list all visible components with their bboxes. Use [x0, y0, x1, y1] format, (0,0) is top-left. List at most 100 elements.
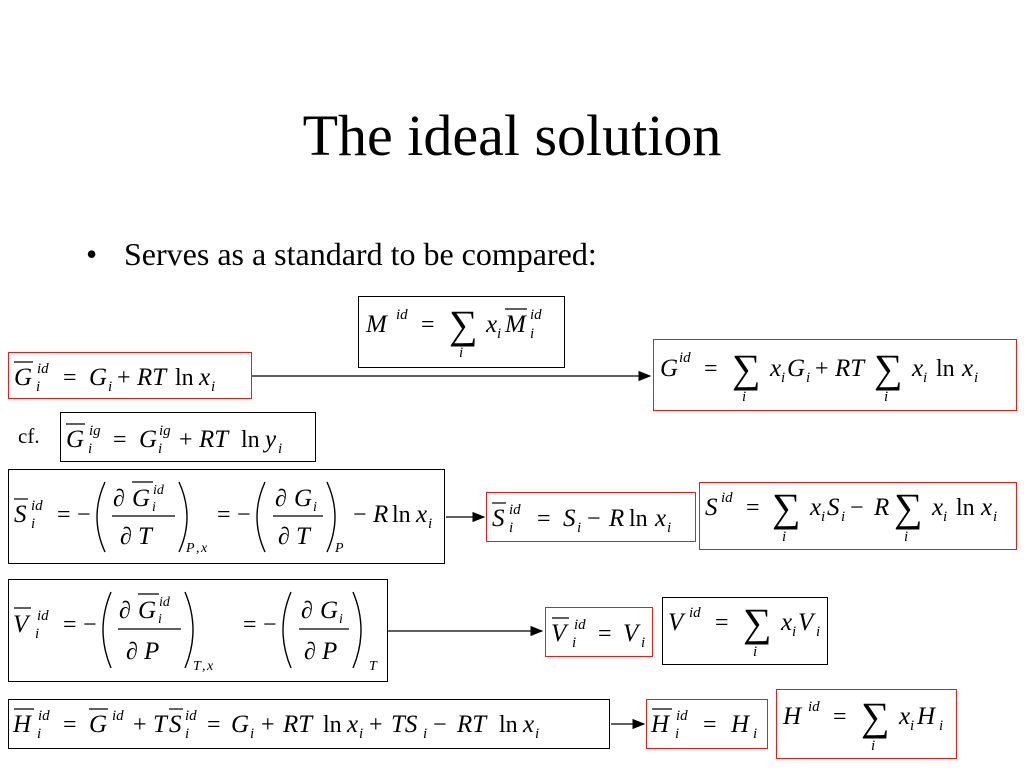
- svg-text:id: id: [689, 605, 701, 621]
- svg-text:id: id: [37, 361, 49, 377]
- svg-text:i: i: [37, 726, 41, 742]
- svg-text:ln: ln: [936, 356, 955, 382]
- equation-s-total: S id = ∑ i x i S i − R ∑ i x i ln x i: [699, 482, 1017, 550]
- svg-text:i: i: [428, 516, 432, 532]
- svg-text:ln: ln: [241, 427, 260, 453]
- svg-text:y: y: [262, 426, 277, 453]
- bullet-text: Serves as a standard to be compared:: [124, 236, 597, 272]
- svg-text:i: i: [497, 326, 501, 342]
- svg-text:G: G: [89, 711, 107, 738]
- bullet-marker: •: [86, 236, 98, 272]
- svg-text:,: ,: [202, 659, 206, 674]
- svg-text:ig: ig: [159, 423, 171, 439]
- svg-text:i: i: [821, 509, 825, 525]
- svg-text:V: V: [668, 609, 686, 636]
- svg-text:i: i: [782, 529, 786, 545]
- svg-text:i: i: [250, 726, 254, 742]
- svg-text:∂: ∂: [301, 598, 313, 624]
- svg-text:x: x: [654, 505, 666, 532]
- svg-text:i: i: [742, 389, 746, 405]
- equation-v-derivation: V id i = − ∂ G id i ∂ P T , x = − ∂ G i …: [8, 579, 388, 682]
- svg-text:ln: ln: [392, 502, 411, 528]
- svg-text:ln: ln: [629, 506, 648, 532]
- svg-text:S: S: [827, 494, 840, 521]
- svg-text:i: i: [939, 718, 943, 734]
- svg-text:x: x: [198, 364, 210, 391]
- svg-text:−: −: [353, 502, 367, 528]
- svg-text:i: i: [884, 389, 888, 405]
- svg-text:S: S: [563, 505, 576, 532]
- svg-text:G: G: [320, 597, 338, 624]
- svg-text:−: −: [850, 495, 864, 521]
- svg-text:i: i: [35, 626, 39, 642]
- svg-text:ln: ln: [499, 712, 518, 738]
- svg-text:x: x: [780, 609, 792, 636]
- cf-label: cf.: [18, 424, 40, 448]
- equation-h-total-svg: H id = ∑ i x i H i: [782, 694, 943, 754]
- equation-g-partial-svg: G id i = G i + RT ln x i: [14, 361, 215, 395]
- svg-text:∂: ∂: [120, 524, 132, 550]
- svg-text:G: G: [66, 426, 84, 453]
- svg-text:x: x: [898, 703, 910, 730]
- svg-text:i: i: [313, 500, 317, 515]
- equation-v-total: V id = ∑ i x i V i: [662, 597, 828, 665]
- equation-h-derivation: H id i = G id + T S id i = G i + RT ln x…: [8, 699, 610, 749]
- svg-text:=: =: [207, 712, 221, 738]
- svg-text:=: =: [746, 495, 760, 521]
- svg-text:x: x: [911, 355, 923, 382]
- svg-text:=: =: [57, 502, 71, 528]
- svg-text:TS: TS: [391, 711, 418, 738]
- svg-text:id: id: [679, 350, 691, 366]
- svg-text:S: S: [14, 501, 27, 528]
- svg-text:id: id: [37, 608, 49, 624]
- svg-text:H: H: [782, 703, 803, 730]
- svg-text:V: V: [551, 620, 569, 647]
- equation-g-ideal-gas: G ig i = G ig i + RT ln y i: [60, 412, 316, 462]
- svg-text:x: x: [931, 494, 943, 521]
- svg-text:i: i: [509, 520, 513, 536]
- svg-text:G: G: [139, 426, 157, 453]
- equation-g-partial: G id i = G i + RT ln x i: [8, 352, 252, 399]
- svg-text:G: G: [787, 355, 805, 382]
- svg-text:−: −: [433, 712, 447, 738]
- svg-text:G: G: [14, 364, 32, 391]
- svg-text:i: i: [530, 326, 534, 342]
- svg-text:id: id: [159, 595, 171, 610]
- svg-text:+: +: [369, 712, 383, 738]
- svg-text:i: i: [88, 441, 92, 457]
- svg-text:R: R: [608, 505, 624, 532]
- svg-text:i: i: [781, 370, 785, 386]
- svg-text:id: id: [808, 699, 820, 715]
- equation-v-partial-svg: V id i = V i: [551, 617, 645, 651]
- svg-text:ln: ln: [956, 495, 975, 521]
- svg-text:=: =: [421, 312, 435, 338]
- svg-text:RT: RT: [282, 711, 314, 738]
- svg-text:−: −: [237, 502, 251, 528]
- svg-text:+: +: [815, 356, 829, 382]
- svg-text:G: G: [138, 597, 156, 624]
- svg-text:x: x: [522, 711, 534, 738]
- svg-text:ln: ln: [175, 365, 194, 391]
- svg-text:i: i: [152, 500, 156, 515]
- svg-text:=: =: [63, 712, 77, 738]
- equation-g-total-svg: G id = ∑ i x i G i + RT ∑ i x i ln x i: [660, 346, 978, 405]
- svg-text:id: id: [185, 708, 197, 724]
- svg-text:∂: ∂: [304, 639, 316, 665]
- svg-text:x: x: [415, 501, 427, 528]
- svg-text:∑: ∑: [449, 302, 478, 347]
- svg-text:i: i: [792, 624, 796, 640]
- svg-text:x: x: [346, 711, 358, 738]
- svg-text:i: i: [923, 370, 927, 386]
- equation-h-partial: H id i = H i: [646, 699, 768, 749]
- svg-text:i: i: [158, 441, 162, 457]
- svg-text:i: i: [31, 516, 35, 532]
- equation-g-ideal-gas-svg: G ig i = G ig i + RT ln y i: [66, 423, 282, 457]
- svg-text:T: T: [296, 523, 312, 550]
- svg-text:H: H: [730, 711, 751, 738]
- svg-text:id: id: [112, 708, 124, 724]
- svg-text:∂: ∂: [275, 486, 287, 512]
- svg-text:−: −: [263, 612, 277, 638]
- svg-text:id: id: [530, 307, 542, 323]
- svg-text:i: i: [211, 379, 215, 395]
